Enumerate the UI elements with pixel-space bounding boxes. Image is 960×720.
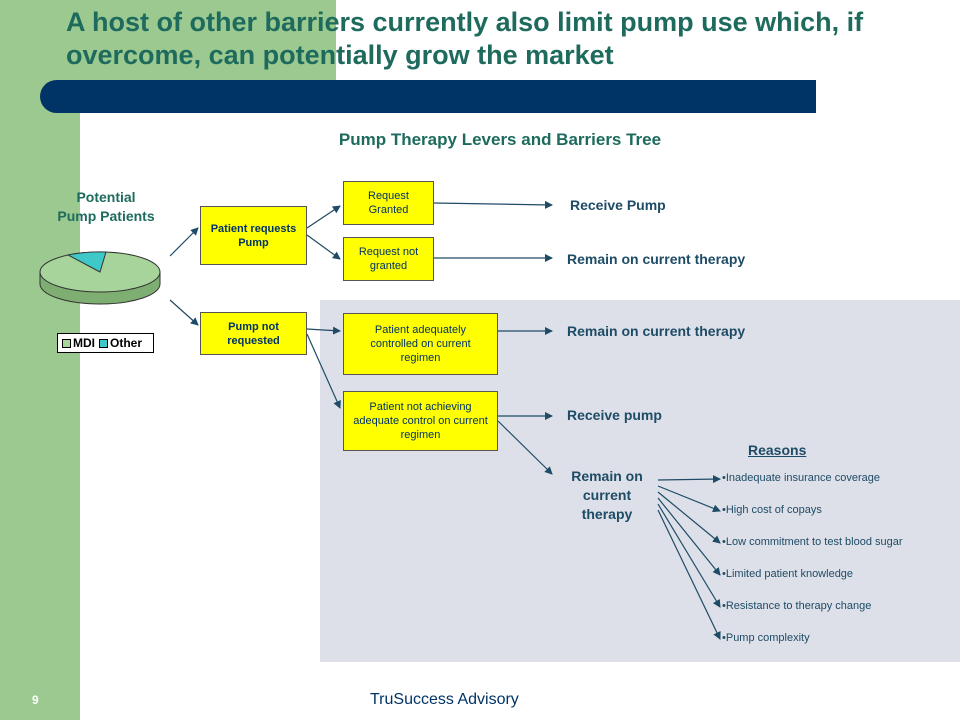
patient-requests-box: Patient requests Pump (200, 206, 307, 265)
outcome-receive-pump: Receive Pump (570, 197, 666, 213)
mdi-swatch (62, 338, 71, 348)
reason-item: •Inadequate insurance coverage (722, 472, 880, 484)
page-number: 9 (32, 693, 39, 707)
footer-company: TruSuccess Advisory (370, 691, 519, 708)
title-rule-bar (40, 80, 816, 113)
pie-legend: MDI Other (57, 333, 154, 353)
diagram-title: Pump Therapy Levers and Barriers Tree (338, 130, 662, 149)
request-granted-box: Request Granted (343, 181, 434, 225)
request-not-granted-box: Request not granted (343, 237, 434, 281)
pie-chart (39, 251, 161, 305)
legend-other: Other (110, 336, 143, 350)
outcome-remain-controlled: Remain on current therapy (567, 323, 746, 339)
not-achieving-box: Patient not achieving adequate control o… (343, 391, 498, 451)
outcome-remain-barriers: Remain on current therapy (571, 468, 643, 522)
other-swatch (99, 338, 108, 348)
outcome-remain-current: Remain on current therapy (567, 251, 746, 267)
slide-title: A host of other barriers currently also … (66, 7, 864, 70)
reason-item: •Pump complexity (722, 632, 810, 644)
legend-mdi: MDI (73, 336, 95, 350)
reason-item: •Limited patient knowledge (722, 568, 854, 580)
pump-not-requested-box: Pump not requested (200, 312, 307, 355)
reasons-heading: Reasons (748, 442, 807, 458)
reason-item: •Low commitment to test blood sugar (722, 536, 903, 548)
adequately-controlled-box: Patient adequately controlled on current… (343, 313, 498, 375)
left-accent-bar (0, 0, 80, 720)
reason-item: •High cost of copays (722, 504, 822, 516)
outcome-receive-pump-2: Receive pump (567, 407, 662, 423)
reason-item: •Resistance to therapy change (722, 600, 872, 612)
pie-label: Potential Pump Patients (57, 189, 155, 224)
